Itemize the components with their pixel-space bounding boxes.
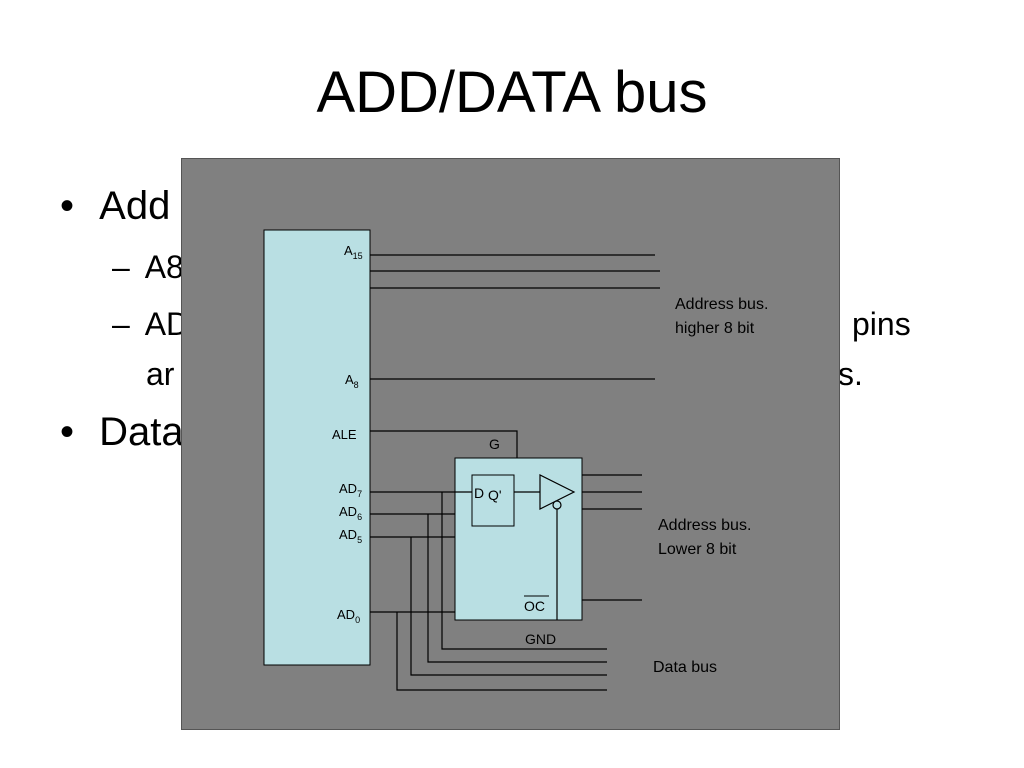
sub-bullet-marker: – — [112, 249, 130, 285]
sub-bullet-1-text: A8 — [144, 249, 184, 285]
bus-diagram: A15 A8 ALE AD7 AD6 AD5 AD0 Address bus. … — [181, 158, 840, 730]
bullet-2: • Data — [60, 408, 184, 456]
latch-gnd-label: GND — [525, 631, 556, 647]
sub-bullet-marker: – — [112, 306, 130, 342]
bullet-marker: • — [60, 410, 75, 454]
sub-bullet-2: – AD — [112, 305, 189, 343]
d-flip-flop — [471, 474, 515, 527]
buffer-enable-bubble — [552, 500, 562, 510]
slide-title: ADD/DATA bus — [316, 60, 708, 125]
latch-oc-label: OC — [524, 598, 545, 614]
flip-flop-d-label: D — [474, 485, 484, 501]
pin-a15: A15 — [344, 243, 363, 261]
label-data-bus: Data bus — [653, 659, 717, 676]
pin-ad5: AD5 — [339, 527, 362, 545]
sub-bullet-2-cont-tail: s. — [838, 356, 863, 392]
flip-flop-q-label: Q' — [488, 487, 502, 503]
address-low-lines — [582, 474, 642, 601]
sub-bullet-1: – A8 — [112, 248, 184, 286]
label-address-low-2: Lower 8 bit — [658, 541, 737, 558]
data-bus-lines — [396, 492, 607, 691]
pin-a8: A8 — [345, 372, 359, 390]
sub-bullet-2-cont-head: ar — [146, 356, 175, 392]
pin-ad7: AD7 — [339, 481, 362, 499]
label-address-high-1: Address bus. — [675, 296, 768, 313]
sub-bullet-2-tail: pins — [852, 306, 911, 342]
cpu-chip — [263, 229, 371, 666]
bullet-marker: • — [60, 184, 75, 228]
bus-diagram-svg: A15 A8 ALE AD7 AD6 AD5 AD0 Address bus. … — [263, 229, 768, 691]
pin-ad0: AD0 — [337, 607, 360, 625]
label-address-low-1: Address bus. — [658, 517, 751, 534]
pin-ad6: AD6 — [339, 504, 362, 522]
bullet-1: • Add — [60, 182, 170, 230]
pin-ale: ALE — [332, 427, 357, 442]
bullet-2-text: Data — [99, 410, 184, 454]
address-high-lines — [370, 254, 660, 380]
ale-line — [370, 430, 518, 458]
latch-g-label: G — [489, 436, 500, 452]
bullet-1-text: Add — [99, 184, 171, 228]
ad-input-lines — [370, 491, 472, 613]
label-address-high-2: higher 8 bit — [675, 320, 755, 337]
